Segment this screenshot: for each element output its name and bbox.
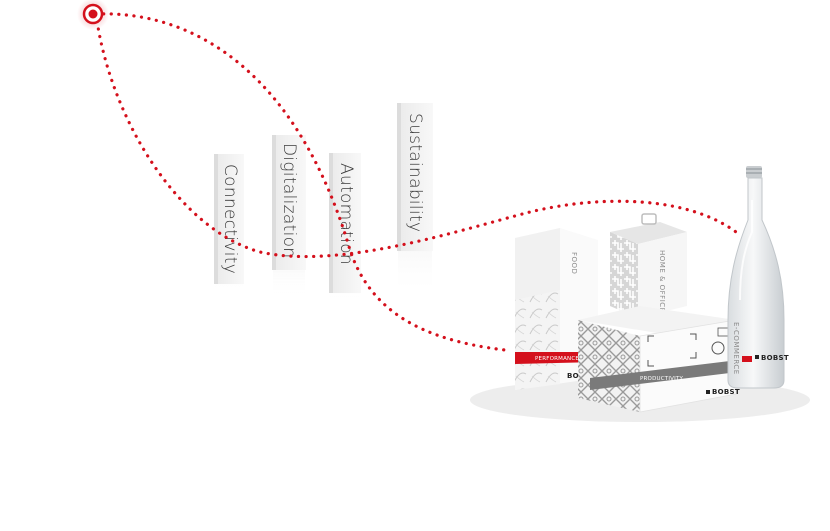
food-bag-band-label: PERFORMANCE <box>535 356 579 362</box>
home-office-label: HOME & OFFICE <box>658 250 666 313</box>
panel-label-digitalization: Digitalization <box>279 143 299 258</box>
shipping-box: PRODUCTIVITY BOBST <box>578 306 740 412</box>
panel-reflections <box>215 246 432 304</box>
bottle-logo: BOBST <box>761 354 789 362</box>
bottle-label: E-COMMERCE <box>732 322 740 375</box>
shipping-box-logo: BOBST <box>712 388 740 396</box>
glass-bottle: E-COMMERCE BOBST <box>728 166 789 388</box>
food-bag-label: FOOD <box>570 252 578 274</box>
panel-label-sustainability: Sustainability <box>405 113 425 232</box>
panel-label-connectivity: Connectivity <box>220 164 240 274</box>
panel-connectivity: Connectivity <box>214 154 244 284</box>
panel-sustainability: Sustainability <box>397 103 433 251</box>
panel-label-automation: Automation <box>336 163 356 265</box>
home-office-box: HOME & OFFICE <box>610 214 687 318</box>
panel-digitalization: Digitalization <box>272 135 306 270</box>
start-marker <box>77 0 109 30</box>
panel-automation: Automation <box>329 153 361 293</box>
shipping-box-band-label: PRODUCTIVITY <box>640 376 683 382</box>
